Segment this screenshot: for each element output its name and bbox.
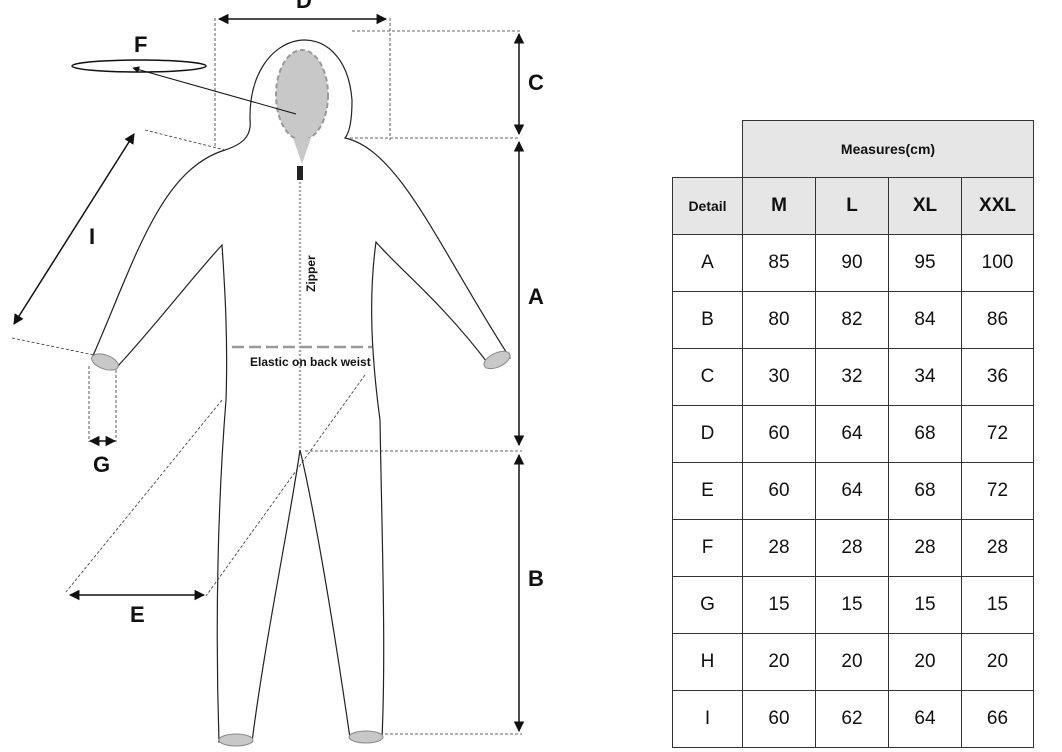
table-cell: 20 [815,633,889,691]
row-label: I [672,690,743,748]
row-label: A [672,234,743,292]
table-cell: 60 [742,405,816,463]
dimension-b-label: B [528,566,544,591]
table-cell: 60 [742,690,816,748]
hood-neck-tab [293,138,311,164]
table-cell: 68 [888,405,962,463]
table-cell: 64 [815,405,889,463]
row-label: H [672,633,743,691]
row-label: E [672,462,743,520]
table-cell: 66 [961,690,1034,748]
dimension-f-label: F [134,32,147,57]
table-header-row-top: Measures(cm) [672,120,1034,178]
table-cell: 15 [815,576,889,634]
zipper-pull-icon [297,166,303,180]
dimension-d-label: D [296,0,312,13]
dimension-i-label: I [89,224,95,249]
dimension-f-arrow [132,66,297,115]
dimension-e-label: E [130,602,145,627]
dimension-g-label: G [93,452,110,477]
table-cell: 62 [815,690,889,748]
table-cell: 28 [815,519,889,577]
row-label: C [672,348,743,406]
table-cell: 28 [888,519,962,577]
table-cell: 60 [742,462,816,520]
table-cell: 86 [961,291,1034,349]
table-cell: 30 [742,348,816,406]
table-cell: 64 [888,690,962,748]
table-cell: 34 [888,348,962,406]
table-cell: 20 [961,633,1034,691]
table-cell: 28 [742,519,816,577]
table-cell: 90 [815,234,889,292]
dimension-a-label: A [528,284,544,309]
row-label: D [672,405,743,463]
table-cell: 28 [961,519,1034,577]
table-cell: 15 [742,576,816,634]
size-header-xxl: XXL [961,177,1034,235]
table-cell: 32 [815,348,889,406]
table-cell: 95 [888,234,962,292]
table-cell: 82 [815,291,889,349]
zipper-label: Zipper [304,255,318,292]
table-cell: 36 [961,348,1034,406]
coverall-diagram: Zipper Elastic on back weist D F C A B I… [11,0,544,747]
row-label: G [672,576,743,634]
table-cell: 15 [961,576,1034,634]
size-header-l: L [815,177,889,235]
elastic-label: Elastic on back weist [250,355,371,369]
table-cell: 72 [961,462,1034,520]
hood-face-opening [275,49,329,141]
dimension-i-arrow [13,133,135,325]
table-cell: 20 [888,633,962,691]
row-label: B [672,291,743,349]
table-cell: 85 [742,234,816,292]
table-header-row-sizes: Detail M L XL XXL [672,177,1034,235]
size-header-m: M [742,177,816,235]
row-label: F [672,519,743,577]
table-cell: 68 [888,462,962,520]
table-cell: 80 [742,291,816,349]
dimension-c-label: C [528,70,544,95]
left-ankle-cuff [218,733,254,747]
table-cell: 72 [961,405,1034,463]
detail-header: Detail [672,177,743,235]
table-cell: 84 [888,291,962,349]
right-ankle-cuff [348,730,384,744]
size-header-xl: XL [888,177,962,235]
measures-header: Measures(cm) [742,120,1034,178]
right-wrist-cuff [483,350,511,370]
table-cell: 20 [742,633,816,691]
table-cell: 64 [815,462,889,520]
left-wrist-cuff [91,353,119,371]
table-cell: 100 [961,234,1034,292]
table-corner [672,120,743,178]
table-cell: 15 [888,576,962,634]
